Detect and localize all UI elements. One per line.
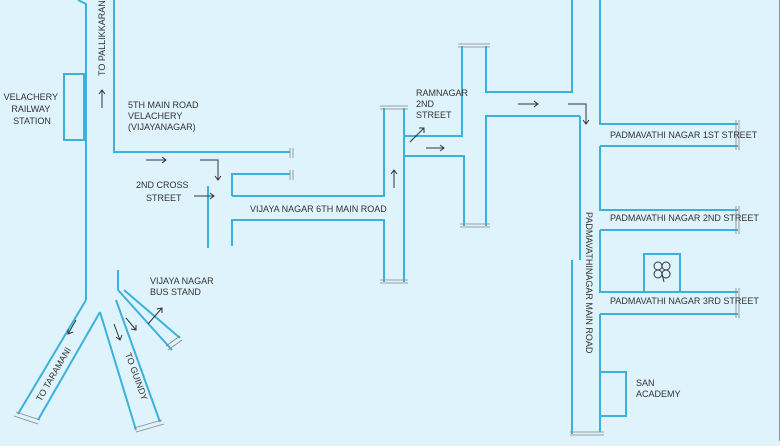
arrow-right-icon bbox=[194, 192, 215, 200]
arrow-diagonal-up-right-icon bbox=[409, 127, 425, 143]
velachery-station-block bbox=[63, 73, 85, 141]
san-academy-label: SAN ACADEMY bbox=[636, 378, 681, 399]
ramnagar-2nd-street-label: RAMNAGAR 2ND STREET bbox=[416, 88, 471, 120]
velachery-station-label: VELACHERY RAILWAY STATION bbox=[4, 92, 61, 126]
left-main-road-edge-west bbox=[77, 0, 87, 300]
vijaya-6th-main-north bbox=[231, 173, 290, 196]
to-pallikkaranai-label: TO PALLIKKARANAI bbox=[97, 0, 107, 76]
arrow-right-icon bbox=[518, 100, 539, 108]
padmavathi-1st-street-label: PADMAVATHI NAGAR 1ST STREET bbox=[610, 130, 758, 140]
padmavathi-main-road-east-3 bbox=[599, 230, 738, 293]
arrow-right-icon bbox=[426, 144, 445, 152]
guindy-road-west bbox=[99, 311, 137, 431]
padmavathi-3rd-street-label: PADMAVATHI NAGAR 3RD STREET bbox=[610, 296, 759, 306]
padmavathi-main-road-east-2 bbox=[599, 146, 738, 211]
left-main-road-edge-east bbox=[113, 0, 290, 153]
arrow-up-icon bbox=[98, 89, 106, 108]
destination-marker-block bbox=[643, 253, 681, 293]
ramnagar-connector-south bbox=[485, 115, 580, 226]
arrow-right-icon bbox=[146, 156, 167, 164]
arrow-diagonal-down-right-icon bbox=[125, 317, 137, 331]
second-cross-street-label: 2ND CROSS STREET bbox=[136, 180, 191, 203]
ramnagar-2nd-street-south bbox=[404, 155, 465, 226]
bus-stand-label: VIJAYA NAGAR BUS STAND bbox=[150, 276, 216, 297]
ramnagar-2nd-street-north bbox=[404, 46, 463, 137]
taramani-road-west bbox=[17, 299, 87, 415]
padmavathinagar-main-road-label: PADMAVATHINAGAR MAIN ROAD bbox=[584, 212, 594, 354]
arrow-bent-down-icon bbox=[200, 159, 222, 181]
guindy-road-east bbox=[115, 299, 161, 423]
vijaya-6th-main-road-label: VIJAYA NAGAR 6TH MAIN ROAD bbox=[250, 204, 387, 214]
padmavathi-main-road-east bbox=[599, 0, 738, 125]
arrow-up-icon bbox=[390, 169, 398, 188]
padmavathi-main-road-west bbox=[571, 116, 581, 434]
vijaya-6th-main-north-2 bbox=[232, 108, 385, 197]
vijaya-6th-main-south bbox=[231, 219, 385, 282]
arrow-diagonal-down-left-icon bbox=[67, 319, 77, 335]
bus-stand-road-west bbox=[117, 289, 173, 351]
road-break-ticks bbox=[13, 43, 740, 436]
arrow-diagonal-down-right-icon bbox=[113, 323, 123, 341]
bus-stand-road-east bbox=[117, 270, 181, 339]
fifth-main-road-label: 5TH MAIN ROAD VELACHERY (VIJAYANAGAR) bbox=[128, 100, 201, 132]
direction-arrows bbox=[67, 89, 590, 341]
arrow-bent-down-icon bbox=[568, 103, 590, 125]
padmavathi-2nd-street-label: PADMAVATHI NAGAR 2ND STREET bbox=[610, 213, 759, 223]
arrow-diagonal-up-right-icon bbox=[147, 307, 163, 325]
four-petal-flower-icon bbox=[653, 261, 671, 283]
ramnagar-connector-north bbox=[485, 0, 573, 93]
san-academy-block bbox=[599, 371, 627, 417]
taramani-road-east bbox=[37, 311, 101, 421]
